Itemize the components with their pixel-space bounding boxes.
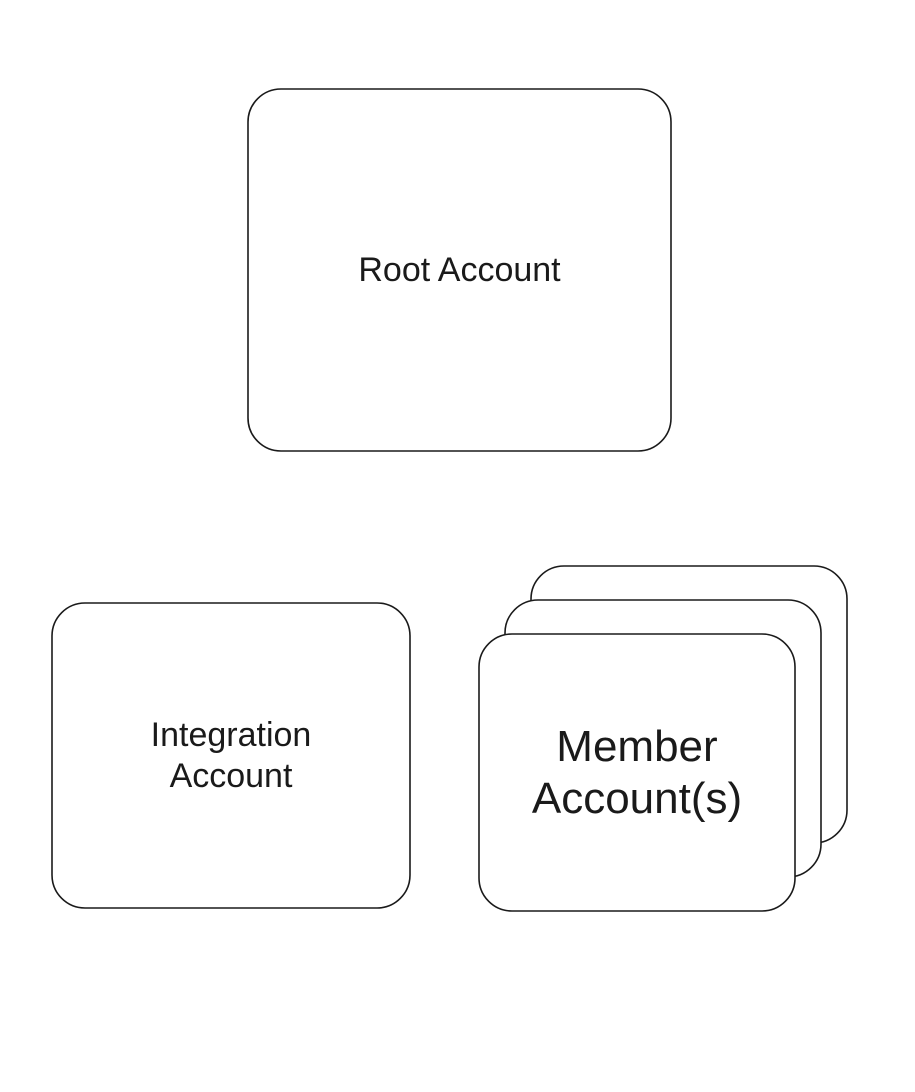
root-account-box[interactable] xyxy=(248,89,671,451)
member-accounts-card-front[interactable] xyxy=(479,634,795,911)
integration-account-box[interactable] xyxy=(52,603,410,908)
